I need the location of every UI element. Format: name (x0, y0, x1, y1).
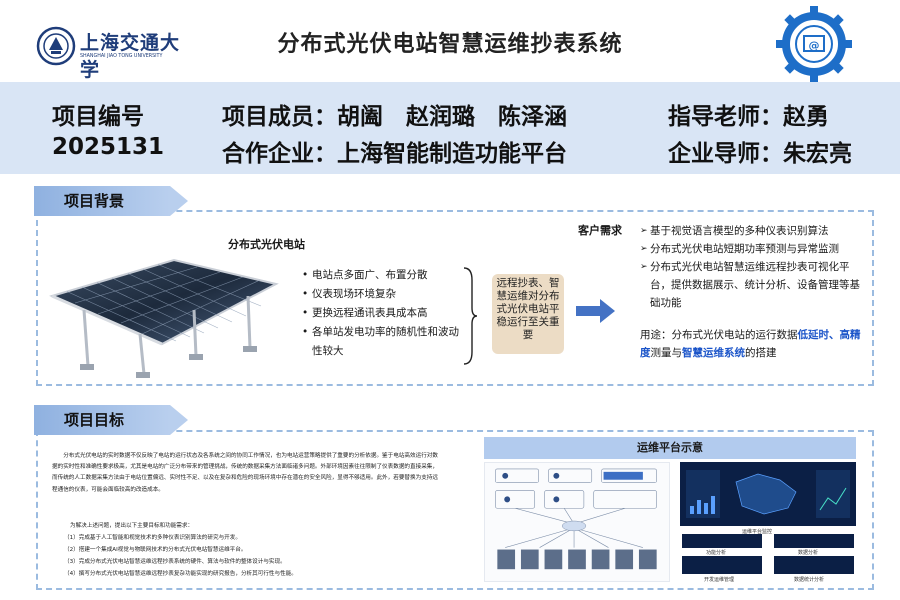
dashboard-cell (774, 534, 854, 548)
arrow-right-icon (576, 299, 615, 323)
customer-needs-list: 基于视觉语言模型的多种仪表识别算法 分布式光伏电站短期功率预测与异常监测 分布式… (640, 222, 870, 312)
dashboard-label: 功能分析 (706, 550, 727, 556)
project-number-label: 项目编号 (52, 104, 144, 130)
goal-item: （4）撰写分布式光伏电站智慧运维远程抄表复杂功能实现的研究报告，分析其可行性与性… (64, 570, 297, 577)
goals-section-frame (36, 430, 874, 590)
project-info-band (0, 82, 900, 174)
right-brace (463, 267, 478, 365)
goals-list: 为解决上述问题，提出以下主要目标和功能需求： （1）完成基于人工智能和视觉技术的… (64, 521, 444, 581)
dashboard-label: 数据分析 (798, 550, 819, 556)
university-logo-text: 上海交通大学 (80, 32, 181, 81)
company-mentor: 企业导师：朱宏亮 (668, 141, 852, 167)
background-section-frame (36, 210, 874, 386)
dashboard-main-panel (680, 462, 856, 526)
system-architecture-diagram (484, 462, 670, 582)
project-members: 项目成员：胡阖 赵润璐 陈泽涵 (222, 104, 567, 130)
dashboard-preview: 运维平台监控 功能分析 数据分析 开发运维管理 数据统计分析 (680, 462, 856, 584)
background-section-title: 项目背景 (64, 192, 125, 210)
dashboard-label: 数据统计分析 (794, 577, 825, 583)
challenge-item: 仪表现场环境复杂 (302, 285, 472, 304)
importance-callout: 远程抄表、智慧运维对分布式光伏电站平稳运行至关重要 (492, 274, 564, 354)
pv-station-caption: 分布式光伏电站 (228, 238, 305, 251)
goal-item: （2）搭建一个集成AI视觉与物联网技术的分布式光伏电站智慧运维平台。 (64, 546, 247, 553)
goals-section-title: 项目目标 (64, 411, 125, 429)
university-logo: 上海交通大学 SHANGHAI JIAO TONG UNIVERSITY (36, 24, 196, 81)
platform-demo-title: 运维平台示意 (484, 437, 856, 459)
svg-text:@: @ (809, 39, 820, 52)
page-title: 分布式光伏电站智慧运维抄表系统 (277, 32, 623, 57)
dashboard-label: 运维平台监控 (742, 529, 773, 535)
goals-paragraph: 分布式光伏电站的实时数据不仅反映了电站的运行状态及各系统之间的协同工作情况，也为… (52, 451, 442, 496)
university-logo-subtext: SHANGHAI JIAO TONG UNIVERSITY (80, 54, 163, 59)
customer-needs-label: 客户需求 (578, 224, 622, 237)
goals-intro: 为解决上述问题，提出以下主要目标和功能需求： (70, 523, 194, 529)
project-number: 2025131 (52, 134, 165, 160)
need-item: 分布式光伏电站短期功率预测与异常监测 (640, 240, 870, 258)
need-item: 分布式光伏电站智慧运维远程抄表可视化平台，提供数据展示、统计分析、设备管理等基础… (640, 258, 870, 312)
goals-section-tab: 项目目标 (34, 405, 188, 435)
challenge-item: 各单站发电功率的随机性和波动性较大 (302, 323, 462, 361)
dashboard-cell (774, 556, 854, 574)
solar-panel-image (49, 258, 279, 378)
pv-challenges-list: 电站点多面广、布置分散 仪表现场环境复杂 更换远程通讯表具成本高 各单站发电功率… (302, 266, 472, 361)
advisor: 指导老师：赵勇 (668, 104, 829, 130)
usage-mid: 测量与 (650, 347, 683, 359)
dashboard-cell (682, 534, 762, 548)
goals-paragraph-text: 分布式光伏电站的实时数据不仅反映了电站的运行状态及各系统之间的协同工作情况，也为… (52, 453, 438, 493)
challenge-item: 更换远程通讯表具成本高 (302, 304, 472, 323)
background-section-tab: 项目背景 (34, 186, 188, 216)
dashboard-cell (682, 556, 762, 574)
usage-suffix: 的搭建 (745, 347, 777, 359)
usage-text: 用途：分布式光伏电站的运行数据低延时、高精度测量与智慧运维系统的搭建 (640, 326, 868, 362)
goal-item: （3）完成分布式光伏电站智慧运维远程抄表系统的硬件、算法与软件的整体设计与实现。 (64, 558, 286, 565)
partner-company: 合作企业：上海智能制造功能平台 (222, 141, 567, 167)
challenge-item: 电站点多面广、布置分散 (302, 266, 472, 285)
usage-prefix: 用途：分布式光伏电站的运行数据 (640, 329, 798, 341)
dashboard-label: 开发运维管理 (704, 577, 735, 583)
system-gear-logo: @ (774, 4, 854, 84)
goal-item: （1）完成基于人工智能和视觉技术的多种仪表识别算法的研究与开发。 (64, 534, 241, 541)
usage-highlight-system: 智慧运维系统 (682, 347, 745, 359)
usage-highlight-latency: 低延时、高精度 (640, 329, 861, 359)
need-item: 基于视觉语言模型的多种仪表识别算法 (640, 222, 870, 240)
